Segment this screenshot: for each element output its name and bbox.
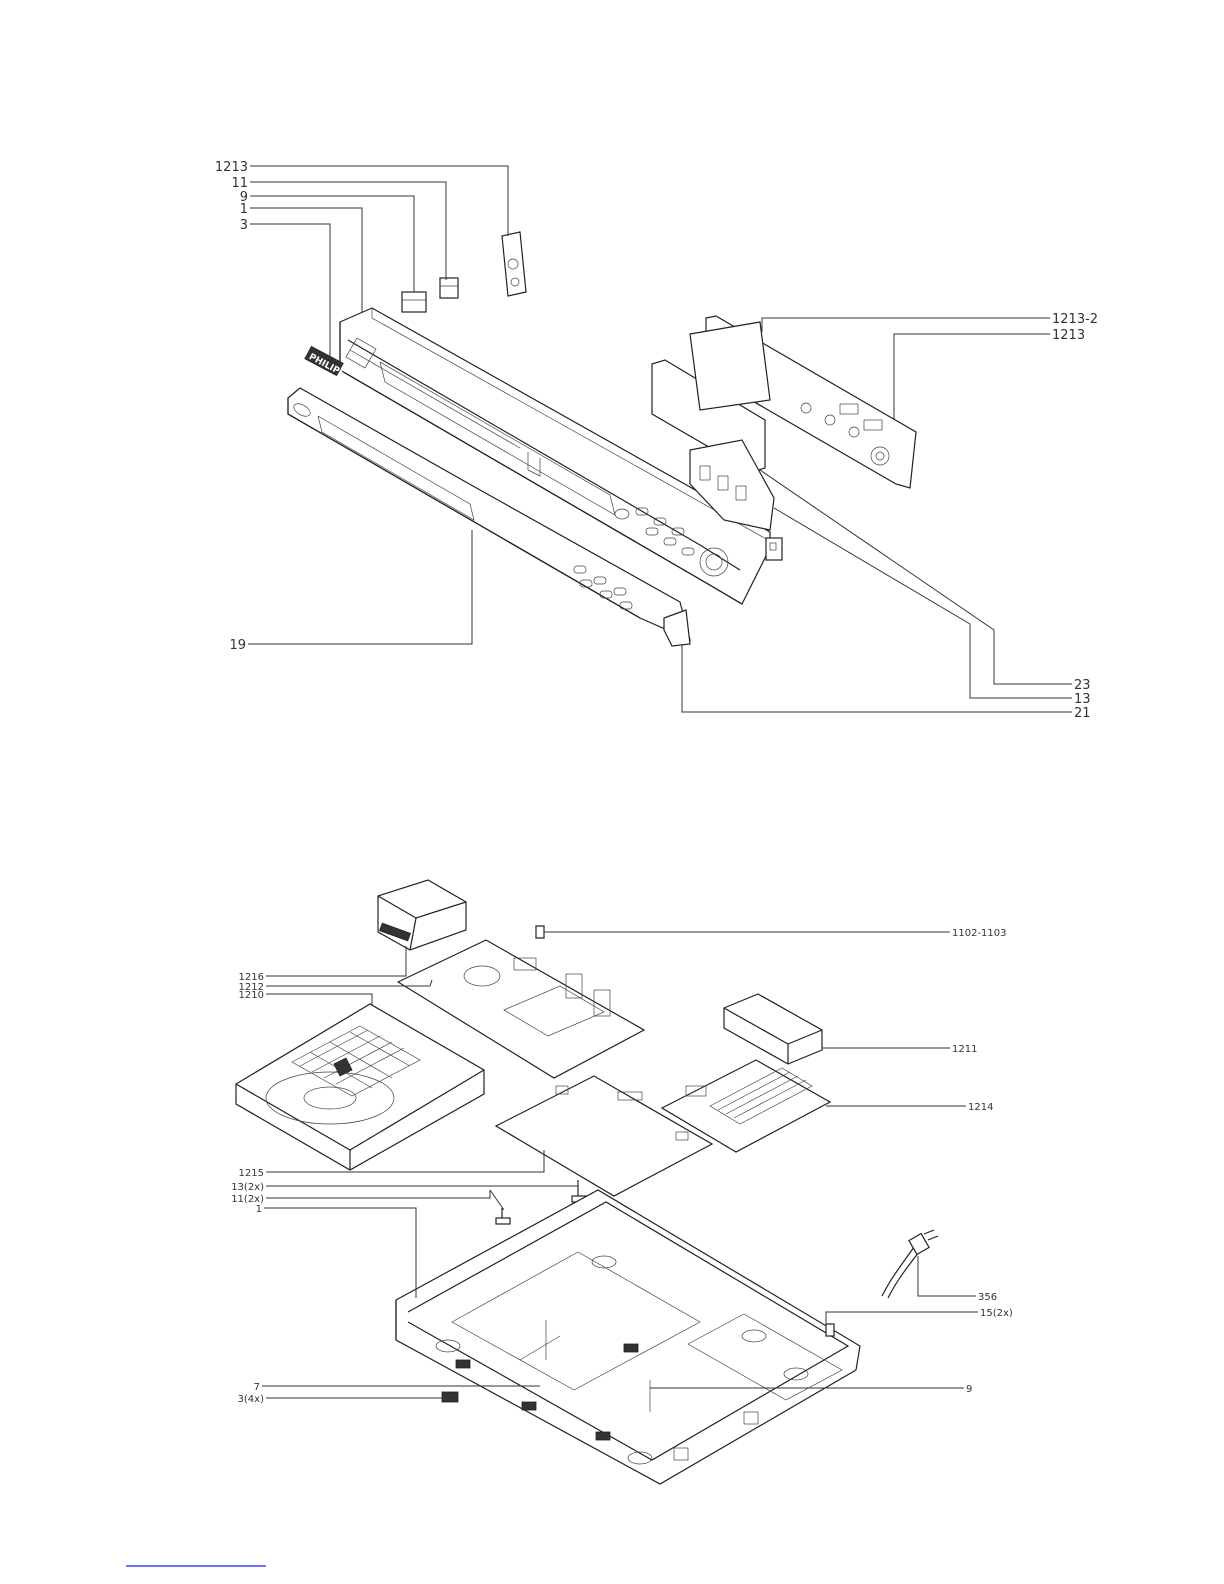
small-board-part [502,232,526,296]
dvd-loader-part [236,1004,484,1170]
callout-7: 7 [254,1382,260,1393]
callout-1-bottom: 1 [256,1204,262,1215]
power-box-part [378,880,466,950]
callout-1211: 1211 [952,1044,977,1055]
callout-1213-right: 1213 [1052,328,1085,343]
chassis-bottom-part [396,1190,860,1484]
callout-356: 356 [978,1292,997,1303]
clip-15-part [826,1324,834,1336]
callout-1213-top: 1213 [215,160,248,175]
foot-part [442,1392,458,1402]
board-1211-part [724,994,822,1064]
callout-19: 19 [229,638,246,653]
callout-11-top: 11 [231,176,248,191]
mains-cord-part [882,1230,938,1298]
callout-15-2x: 15(2x) [980,1308,1013,1319]
callout-3-top: 3 [240,218,248,233]
chassis-assembly: 1102-1103 1216 1212 1210 1211 1214 1215 … [231,880,1013,1484]
callout-3-4x: 3(4x) [238,1394,265,1405]
callout-13-2x: 13(2x) [231,1182,264,1193]
callout-1214: 1214 [968,1102,993,1113]
callout-1-top: 1 [240,202,248,217]
front-panel-assembly: PHILIPS [215,160,1098,721]
board-1215-part [496,1076,712,1196]
callout-1210: 1210 [239,990,264,1001]
callout-13-top: 13 [1074,692,1091,707]
clip-1102-part [536,926,544,938]
callout-23: 23 [1074,678,1091,693]
callout-1213-2: 1213-2 [1052,312,1098,327]
callout-9-bottom: 9 [966,1384,972,1395]
callout-1215: 1215 [239,1168,264,1179]
callout-1102-1103: 1102-1103 [952,928,1007,939]
callout-21: 21 [1074,706,1091,721]
bracket-parts [402,278,458,312]
